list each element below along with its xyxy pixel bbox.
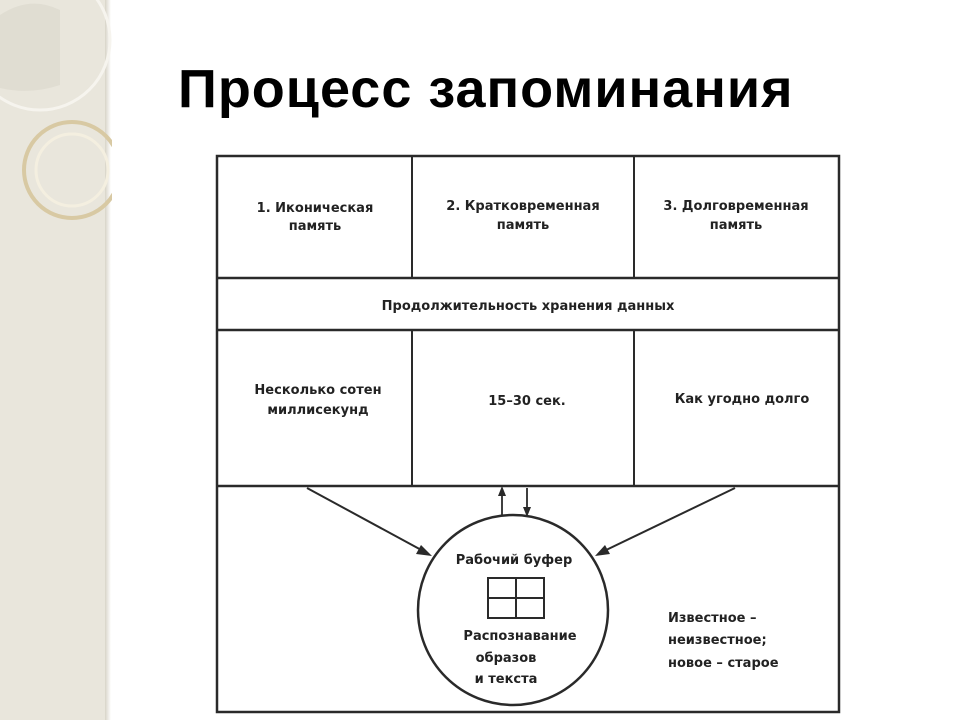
recognition-line2: образов <box>476 651 537 666</box>
duration-iconic-line1: Несколько сотен <box>254 383 381 398</box>
slide-title: Процесс запоминания <box>178 59 794 119</box>
memory-type-2-line2: память <box>497 218 549 233</box>
duration-longterm: Как угодно долго <box>675 392 810 407</box>
working-buffer-label: Рабочий буфер <box>456 553 573 568</box>
memory-type-3-line2: память <box>710 218 762 233</box>
working-buffer-circle <box>416 513 610 707</box>
memory-type-1-line2: память <box>289 219 341 234</box>
known-unknown-line3: новое – старое <box>668 656 779 671</box>
known-unknown-line2: неизвестное; <box>668 633 767 648</box>
memory-type-2-line1: 2. Кратковременная <box>446 199 599 214</box>
duration-iconic-line2: миллисекунд <box>267 403 368 418</box>
decorative-side-strip <box>0 0 105 720</box>
arrow-longterm-to-buffer <box>601 487 736 553</box>
diagram-frame <box>215 154 841 714</box>
side-strip-shadow <box>105 0 111 720</box>
duration-header: Продолжительность хранения данных <box>382 299 675 314</box>
duration-shortterm: 15–30 сек. <box>488 394 566 409</box>
memory-type-1-line1: 1. Иконическая <box>257 201 374 216</box>
recognition-line3: и текста <box>475 672 538 687</box>
arrow-iconic-to-buffer <box>306 487 426 553</box>
memory-type-3-line1: 3. Долговременная <box>663 199 808 214</box>
decorative-rings <box>0 0 112 220</box>
recognition-line1: Распознавание <box>463 629 576 644</box>
known-unknown-line1: Известное – <box>668 611 756 626</box>
